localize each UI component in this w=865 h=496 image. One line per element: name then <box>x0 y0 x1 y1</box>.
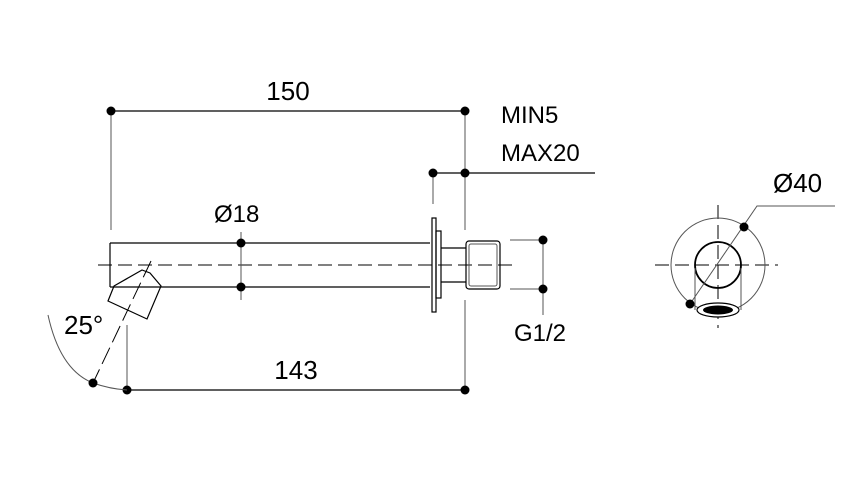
dimension-143: 143 <box>122 325 470 395</box>
dimension-label-150: 150 <box>266 76 309 106</box>
rosette-diameter-label: Ø40 <box>773 168 822 198</box>
spout-outlet <box>107 269 162 320</box>
dimension-wall-range: MIN5 MAX20 <box>428 102 595 390</box>
pipe-neck <box>441 247 466 283</box>
dimension-thread: G1/2 <box>510 235 566 347</box>
aerator-mesh <box>703 305 733 315</box>
side-view <box>98 217 515 320</box>
dimension-150: 150 <box>106 76 470 230</box>
angle-label: 25° <box>64 310 103 340</box>
flange <box>431 217 437 313</box>
thread-label: G1/2 <box>514 320 566 347</box>
min-label: MIN5 <box>501 102 558 129</box>
max-label: MAX20 <box>501 140 580 167</box>
front-view: Ø40 <box>655 168 835 328</box>
dimension-dot <box>106 106 116 116</box>
flange-inner <box>435 230 442 299</box>
pipe-circle <box>694 241 742 289</box>
thread-inner <box>468 243 498 287</box>
pipe <box>109 242 430 288</box>
dimension-dot <box>460 106 470 116</box>
thread-connector <box>465 240 501 290</box>
dimension-label-143: 143 <box>274 355 317 385</box>
pipe-diameter-label: Ø18 <box>214 201 259 228</box>
dimension-pipe-diameter: Ø18 <box>214 201 259 300</box>
dimension-angle: 25° <box>47 260 152 391</box>
